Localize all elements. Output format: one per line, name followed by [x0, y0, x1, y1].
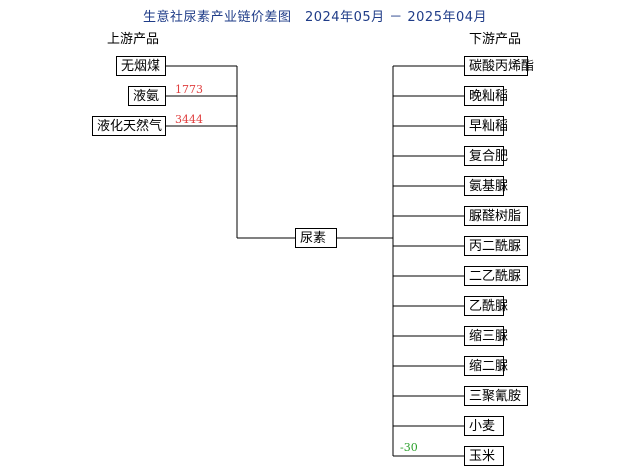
upstream-spread-value: 1773 — [175, 83, 203, 96]
upstream-label: 上游产品 — [107, 32, 160, 47]
upstream-node[interactable]: 液化天然气 — [92, 116, 166, 136]
downstream-node[interactable]: 二乙酰脲 — [464, 266, 528, 286]
downstream-node[interactable]: 早籼稻 — [464, 116, 508, 136]
downstream-node[interactable]: 复合肥 — [464, 146, 508, 166]
downstream-node[interactable]: 三聚氰胺 — [464, 386, 528, 406]
downstream-node[interactable]: 氨基脲 — [464, 176, 508, 196]
downstream-node[interactable]: 碳酸丙烯酯 — [464, 56, 534, 76]
upstream-node[interactable]: 无烟煤 — [116, 56, 166, 76]
downstream-node[interactable]: 晚籼稻 — [464, 86, 508, 106]
downstream-node[interactable]: 脲醛树脂 — [464, 206, 528, 226]
upstream-node[interactable]: 液氨 — [128, 86, 166, 106]
downstream-node[interactable]: 小麦 — [464, 416, 504, 436]
downstream-node[interactable]: 乙酰脲 — [464, 296, 508, 316]
upstream-spread-value: 3444 — [175, 113, 203, 126]
downstream-node[interactable]: 玉米 — [464, 446, 504, 466]
downstream-node[interactable]: 缩三脲 — [464, 326, 508, 346]
downstream-spread-value: -30 — [400, 441, 418, 454]
downstream-label: 下游产品 — [469, 32, 522, 47]
downstream-node[interactable]: 缩二脲 — [464, 356, 508, 376]
center-node-urea[interactable]: 尿素 — [295, 228, 337, 248]
page-title: 生意社尿素产业链价差图 2024年05月 － 2025年04月 — [142, 10, 488, 25]
downstream-node[interactable]: 丙二酰脲 — [464, 236, 528, 256]
